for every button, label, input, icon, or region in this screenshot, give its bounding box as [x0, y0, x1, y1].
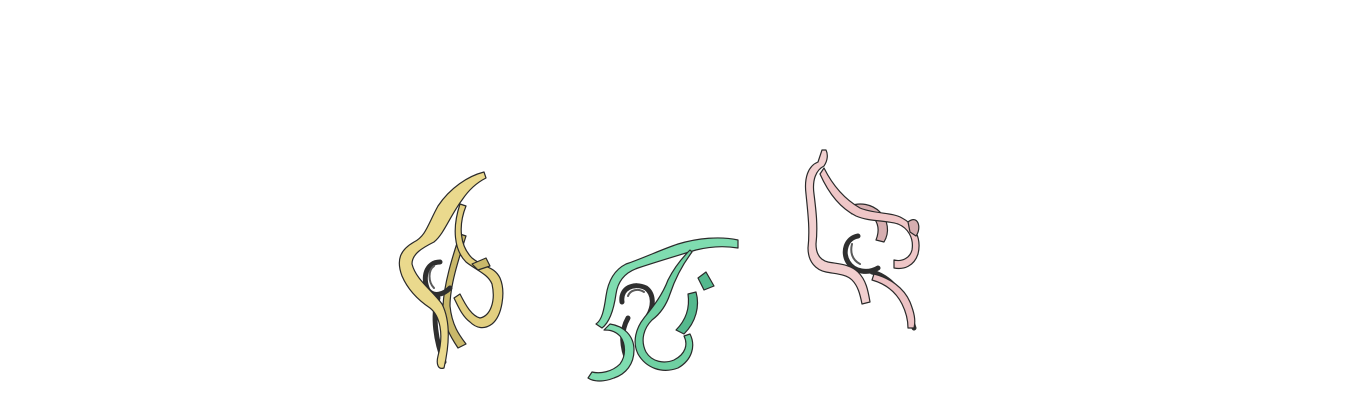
beta-strand-lower: [871, 273, 916, 329]
loop-highlight: [627, 288, 645, 297]
loop-highlight: [428, 265, 435, 289]
coil-loop: [619, 283, 655, 319]
loop-highlight: [850, 243, 861, 265]
protein-structure-yellow[interactable]: [388, 166, 518, 376]
beta-strand-left: [587, 323, 635, 382]
beta-hairpin: [634, 249, 694, 371]
arrow-head: [471, 257, 491, 271]
arrow-head: [697, 271, 715, 291]
beta-strand-front: [595, 237, 739, 329]
protein-structure-green[interactable]: [580, 232, 745, 392]
beta-strand-front: [398, 171, 487, 369]
beta-strand-back: [675, 291, 699, 335]
beta-strand-front: [804, 149, 871, 305]
protein-structure-pink[interactable]: [798, 144, 938, 334]
arrow-head: [907, 219, 920, 237]
coil-loop: [842, 233, 881, 274]
beta-hairpin: [819, 167, 920, 270]
